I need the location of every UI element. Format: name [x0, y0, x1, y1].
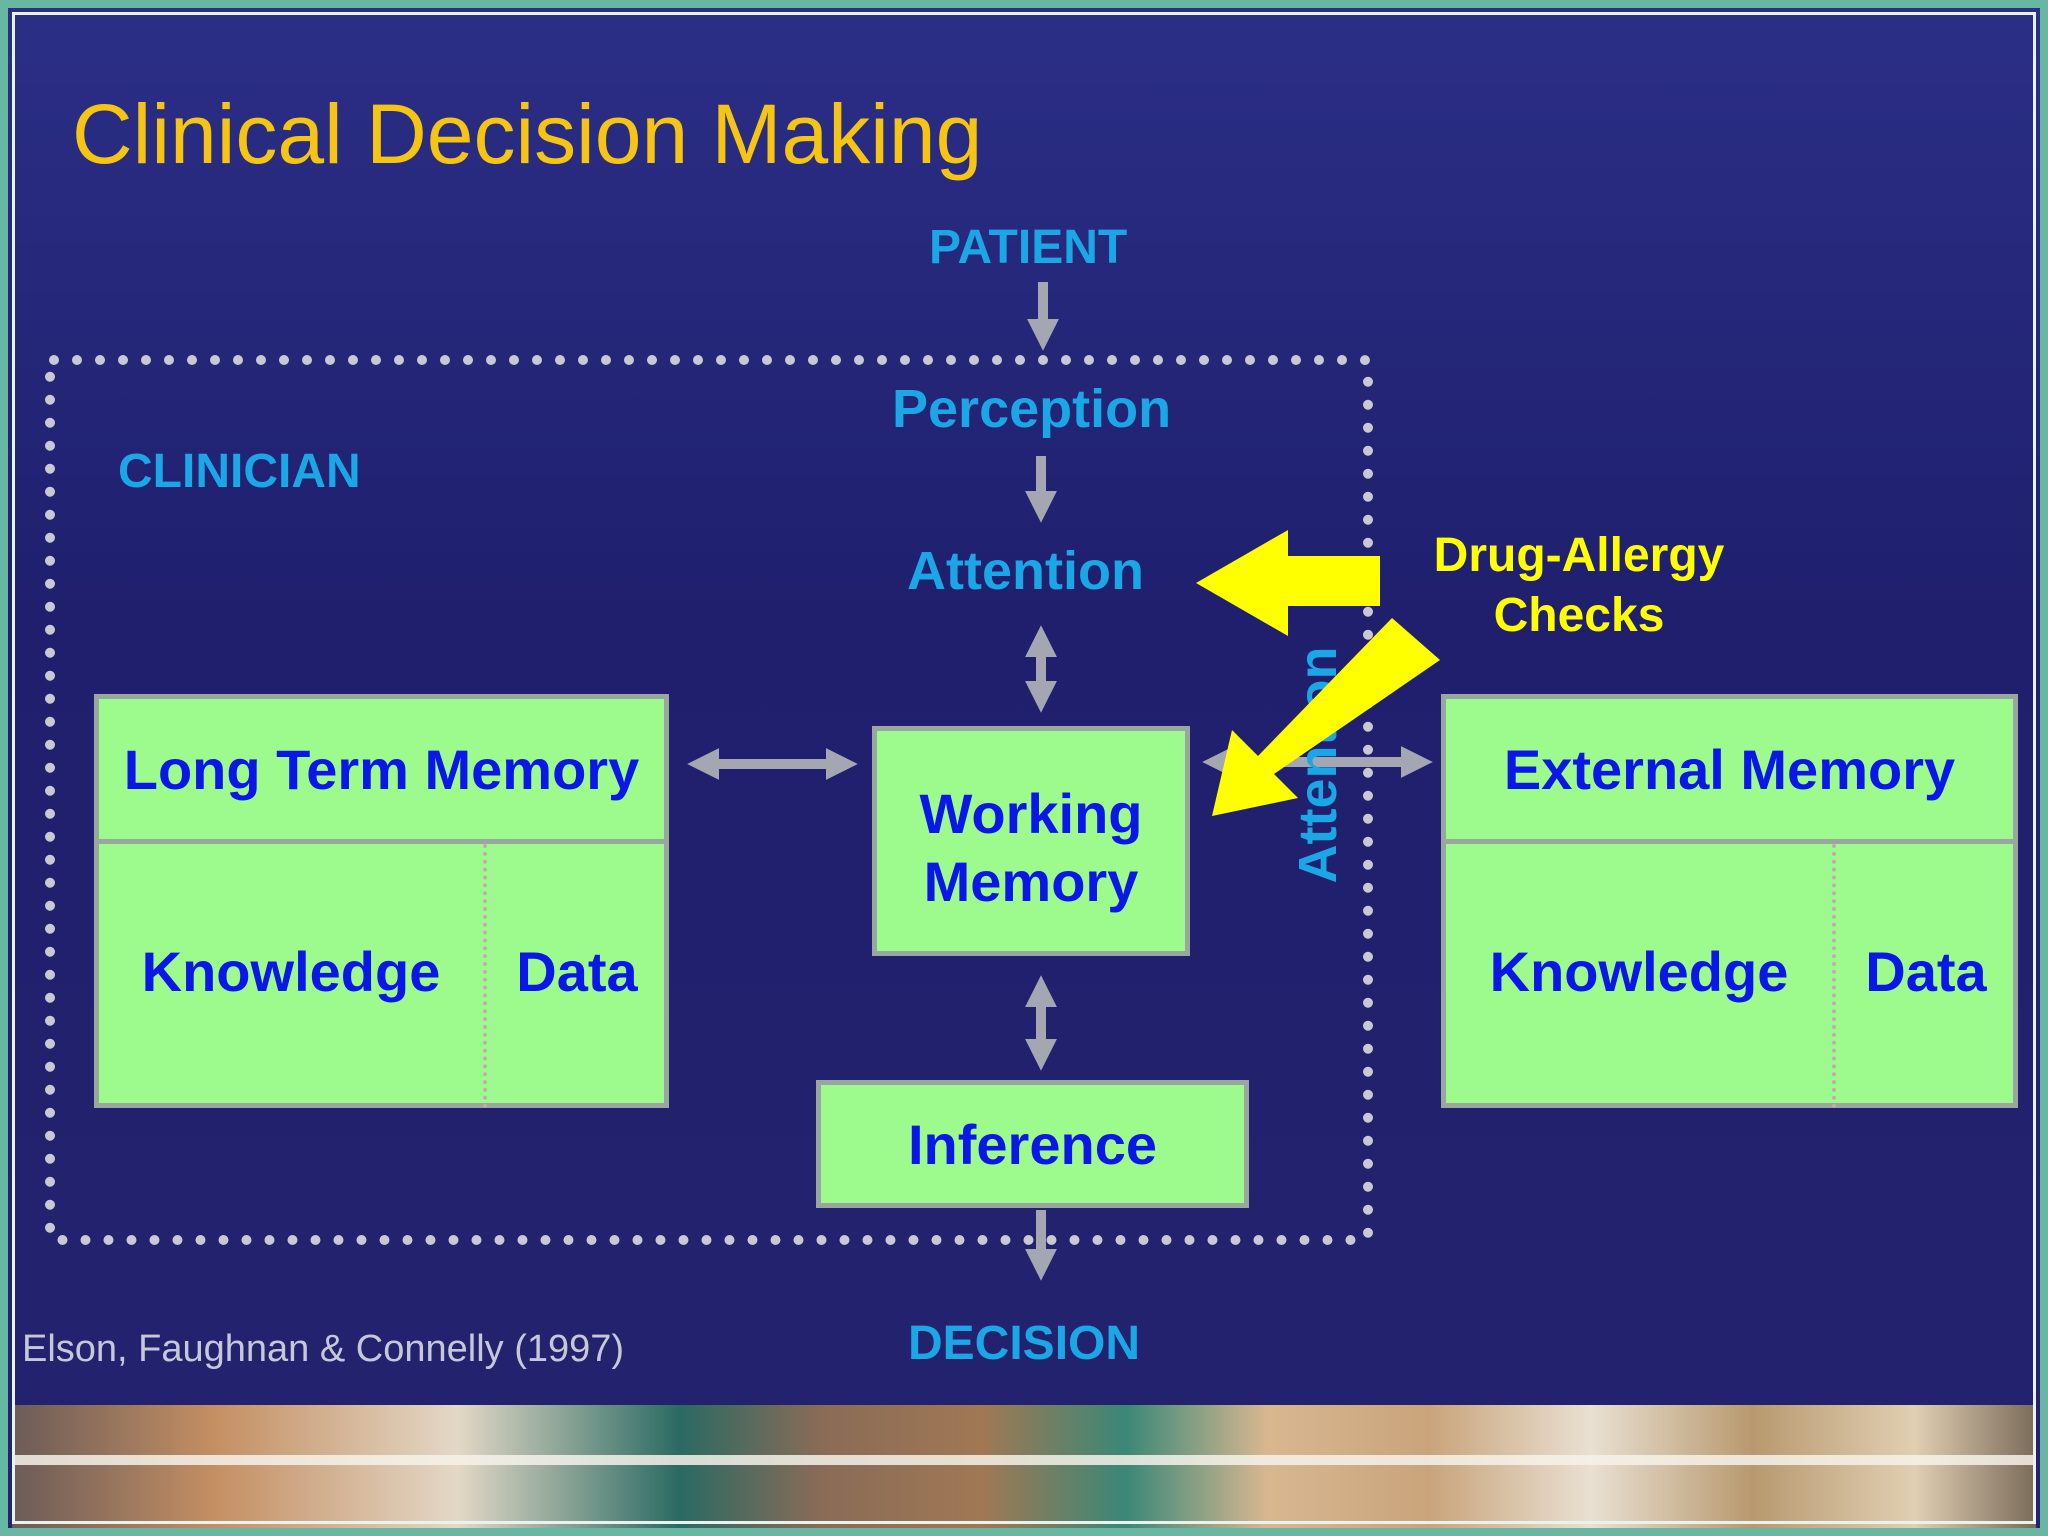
- long-term-memory-divider: [483, 844, 487, 1108]
- page-title: Clinical Decision Making: [72, 87, 983, 181]
- external-memory-box: External Memory Knowledge Data: [1441, 694, 2018, 1108]
- footer-photo-strip: [12, 1405, 2036, 1529]
- long-term-memory-box: Long Term Memory Knowledge Data: [94, 694, 669, 1108]
- patient-label: PATIENT: [929, 221, 1128, 274]
- external-memory-divider: [1832, 844, 1836, 1108]
- footer-strip-line: [12, 1455, 2036, 1465]
- working-memory-line2: Memory: [923, 850, 1139, 913]
- inference-box: Inference: [816, 1080, 1249, 1208]
- clinician-boundary: [45, 355, 1373, 1245]
- external-memory-data: Data: [1865, 940, 1987, 1003]
- external-memory-knowledge: Knowledge: [1489, 940, 1789, 1003]
- external-memory-title: External Memory: [1446, 699, 2013, 844]
- decision-label: DECISION: [908, 1317, 1141, 1370]
- long-term-memory-data: Data: [516, 940, 638, 1003]
- long-term-memory-knowledge: Knowledge: [141, 940, 441, 1003]
- working-memory-line1: Working: [919, 782, 1143, 845]
- perception-label: Perception: [892, 379, 1172, 439]
- callout-arrow-attention: [1196, 530, 1380, 636]
- callout-line1: Drug-Allergy: [1433, 529, 1725, 582]
- clinician-label: CLINICIAN: [118, 445, 361, 498]
- callout-line2: Checks: [1493, 589, 1665, 642]
- attention-label: Attention: [907, 541, 1144, 601]
- citation: Elson, Faughnan & Connelly (1997): [22, 1328, 625, 1370]
- working-memory-box: Working Memory: [872, 726, 1190, 956]
- long-term-memory-title: Long Term Memory: [99, 699, 664, 844]
- callout-arrow-working-memory: [1212, 618, 1440, 816]
- inference-label: Inference: [908, 1112, 1157, 1176]
